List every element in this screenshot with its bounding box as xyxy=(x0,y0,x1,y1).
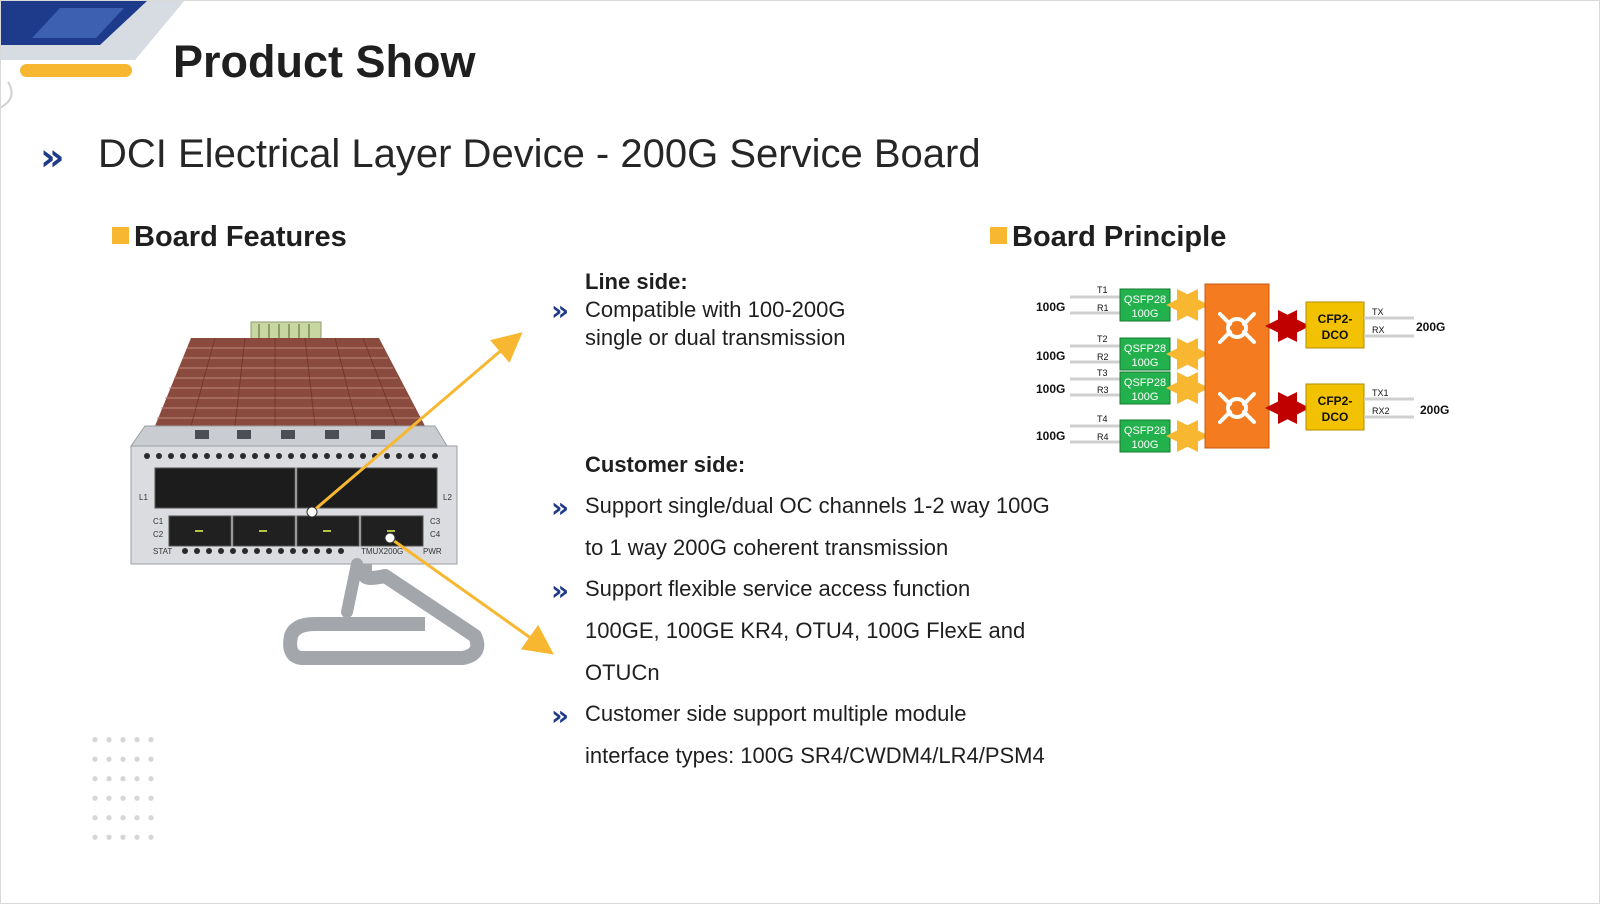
client-rx-3: R3 xyxy=(1097,385,1109,395)
customer-bullet-3-line-2: interface types: 100G SR4/CWDM4/LR4/PSM4 xyxy=(585,743,1045,768)
client-tx-1: T1 xyxy=(1097,285,1108,295)
line-module-1-l1: CFP2- xyxy=(1318,312,1353,326)
client-port-3: 100G T3 R3 QSFP28 100G xyxy=(1036,368,1209,405)
line-port-1: CFP2- DCO TX RX 200G xyxy=(1305,301,1445,349)
client-module-rate-2: 100G xyxy=(1132,357,1159,369)
client-rate-1: 100G xyxy=(1036,300,1065,314)
port-label-c3: C3 xyxy=(430,517,441,526)
port-label-c1: C1 xyxy=(153,517,164,526)
client-port-1: 100G T1 R1 QSFP28 100G xyxy=(1036,285,1209,322)
line-rx-2: RX2 xyxy=(1372,406,1390,416)
double-chevron-icon: » xyxy=(551,574,569,607)
client-tx-2: T2 xyxy=(1097,334,1108,344)
decorative-dot-grid xyxy=(88,730,158,840)
line-rate-2: 200G xyxy=(1420,403,1449,417)
client-port-2: 100G T2 R2 QSFP28 100G xyxy=(1036,334,1209,371)
square-bullet-icon xyxy=(112,227,129,244)
client-rx-4: R4 xyxy=(1097,432,1109,442)
line-tx-2: TX1 xyxy=(1372,388,1389,398)
principle-heading-text: Board Principle xyxy=(1012,221,1227,253)
double-chevron-icon: » xyxy=(551,491,569,524)
client-tx-3: T3 xyxy=(1097,368,1108,378)
double-chevron-icon: » xyxy=(551,294,569,327)
features-heading: Board Features xyxy=(112,221,347,254)
line-module-2-l1: CFP2- xyxy=(1318,394,1353,408)
line-tx-1: TX xyxy=(1372,307,1384,317)
line-rx-1: RX xyxy=(1372,325,1385,335)
client-module-1: QSFP28 xyxy=(1124,294,1166,306)
line-module-2-l2: DCO xyxy=(1322,410,1349,424)
client-rate-3: 100G xyxy=(1036,382,1065,396)
double-chevron-icon: » xyxy=(551,699,569,732)
customer-bullet-2-line-1: Support flexible service access function xyxy=(585,576,971,601)
client-rate-4: 100G xyxy=(1036,429,1065,443)
line-port-2: CFP2- DCO TX1 RX2 200G xyxy=(1305,383,1449,431)
line-module-1-l2: DCO xyxy=(1322,328,1349,342)
principle-heading: Board Principle xyxy=(990,221,1226,254)
customer-bullet-2-line-2: 100GE, 100GE KR4, OTU4, 100G FlexE and xyxy=(585,618,1026,643)
customer-bullet-1-line-2: to 1 way 200G coherent transmission xyxy=(585,535,949,560)
features-heading-text: Board Features xyxy=(134,221,347,253)
port-label-stat: STAT xyxy=(153,547,172,556)
slide-subtitle: DCI Electrical Layer Device - 200G Servi… xyxy=(98,132,981,176)
client-tx-4: T4 xyxy=(1097,414,1108,424)
square-bullet-icon xyxy=(990,227,1007,244)
customer-bullet-2-line-3: OTUCn xyxy=(585,660,660,685)
client-rx-1: R1 xyxy=(1097,303,1109,313)
line-side-text-2: single or dual transmission xyxy=(585,325,846,350)
header-decoration xyxy=(0,0,185,109)
customer-bullet-3-line-1: Customer side support multiple module xyxy=(585,701,967,726)
port-label-c4: C4 xyxy=(430,530,441,539)
client-rx-2: R2 xyxy=(1097,352,1109,362)
port-label-l1: L1 xyxy=(139,493,148,502)
client-port-4: 100G T4 R4 QSFP28 100G xyxy=(1036,414,1209,453)
client-module-4: QSFP28 xyxy=(1124,425,1166,437)
line-side-heading: Line side: xyxy=(585,269,688,294)
port-label-l2: L2 xyxy=(443,493,452,502)
board-principle-diagram: 100G T1 R1 QSFP28 100G 100G T2 R2 QSFP28… xyxy=(1036,283,1449,453)
cross-connect-switch xyxy=(1204,283,1270,449)
client-module-rate-1: 100G xyxy=(1132,308,1159,320)
line-rate-1: 200G xyxy=(1416,320,1445,334)
double-chevron-icon: » xyxy=(40,135,64,179)
board-model-label: TMUX200G xyxy=(361,547,403,556)
client-module-3: QSFP28 xyxy=(1124,377,1166,389)
customer-bullet-1-line-1: Support single/dual OC channels 1-2 way … xyxy=(585,493,1050,518)
client-module-rate-4: 100G xyxy=(1132,439,1159,451)
client-rate-2: 100G xyxy=(1036,349,1065,363)
client-module-2: QSFP28 xyxy=(1124,343,1166,355)
client-module-rate-3: 100G xyxy=(1132,391,1159,403)
page-title: Product Show xyxy=(173,36,476,87)
customer-side-heading: Customer side: xyxy=(585,452,746,477)
board-image: L1 L2 C1 C2 C3 C4 STAT TMUX200G PWR xyxy=(130,321,485,665)
line-side-text-1: Compatible with 100-200G xyxy=(585,297,846,322)
port-label-pwr: PWR xyxy=(423,547,442,556)
port-label-c2: C2 xyxy=(153,530,164,539)
